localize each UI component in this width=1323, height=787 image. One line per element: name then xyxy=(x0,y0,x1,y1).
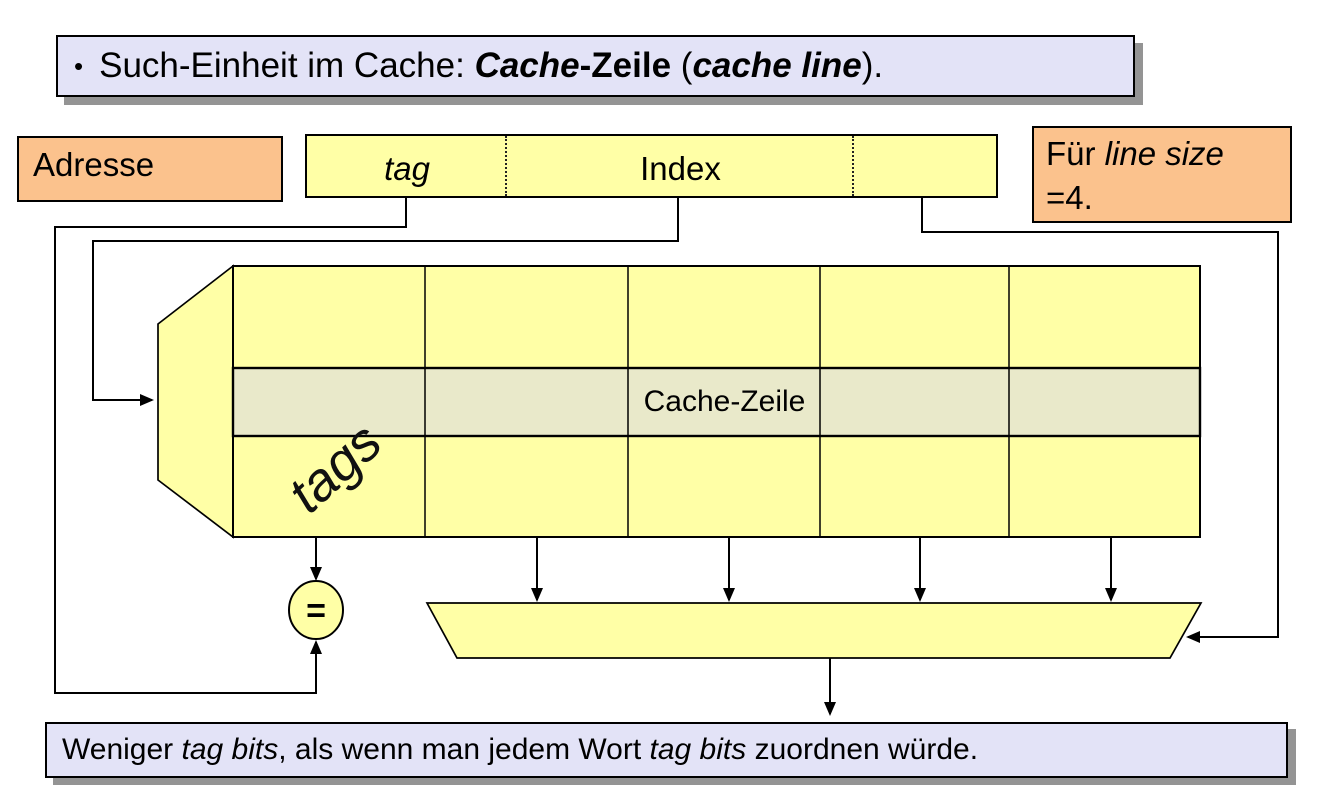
title-box: • Such-Einheit im Cache: Cache-Zeile (ca… xyxy=(56,35,1135,97)
mux-shape xyxy=(425,602,1203,659)
wire-offset-to-mux xyxy=(921,198,1279,643)
wire-index-to-tags-array xyxy=(92,198,679,406)
comparator-circle xyxy=(288,580,344,640)
address-label: Adresse xyxy=(33,146,155,183)
wire-tag-to-comparator xyxy=(54,198,407,694)
address-field-index: Index xyxy=(640,150,721,187)
footer-box: Weniger tag bits, als wenn man jedem Wor… xyxy=(45,722,1288,778)
address-field-offset xyxy=(854,136,1000,196)
address-bar: tag Index xyxy=(305,134,998,198)
note-line2: =4. xyxy=(1046,179,1093,216)
bullet-icon: • xyxy=(74,50,84,81)
cache-line-label: Cache-Zeile xyxy=(643,385,806,418)
comparator-symbol: = xyxy=(306,592,326,630)
slide-title: Such-Einheit im Cache: Cache-Zeile (cach… xyxy=(99,46,884,85)
note-box: Für line size =4. xyxy=(1032,126,1292,223)
field-separator-2 xyxy=(852,136,854,196)
field-separator-1 xyxy=(505,136,507,196)
cache-line-row-fill xyxy=(233,368,1200,436)
cache-line-row-border xyxy=(231,366,1202,438)
tags-array-shape xyxy=(157,264,234,539)
cache-grid-column-dividers xyxy=(424,266,1010,537)
address-field-tag: tag xyxy=(384,150,430,187)
note-line1: Für line size xyxy=(1046,135,1224,172)
address-label-box: Adresse xyxy=(17,136,283,202)
